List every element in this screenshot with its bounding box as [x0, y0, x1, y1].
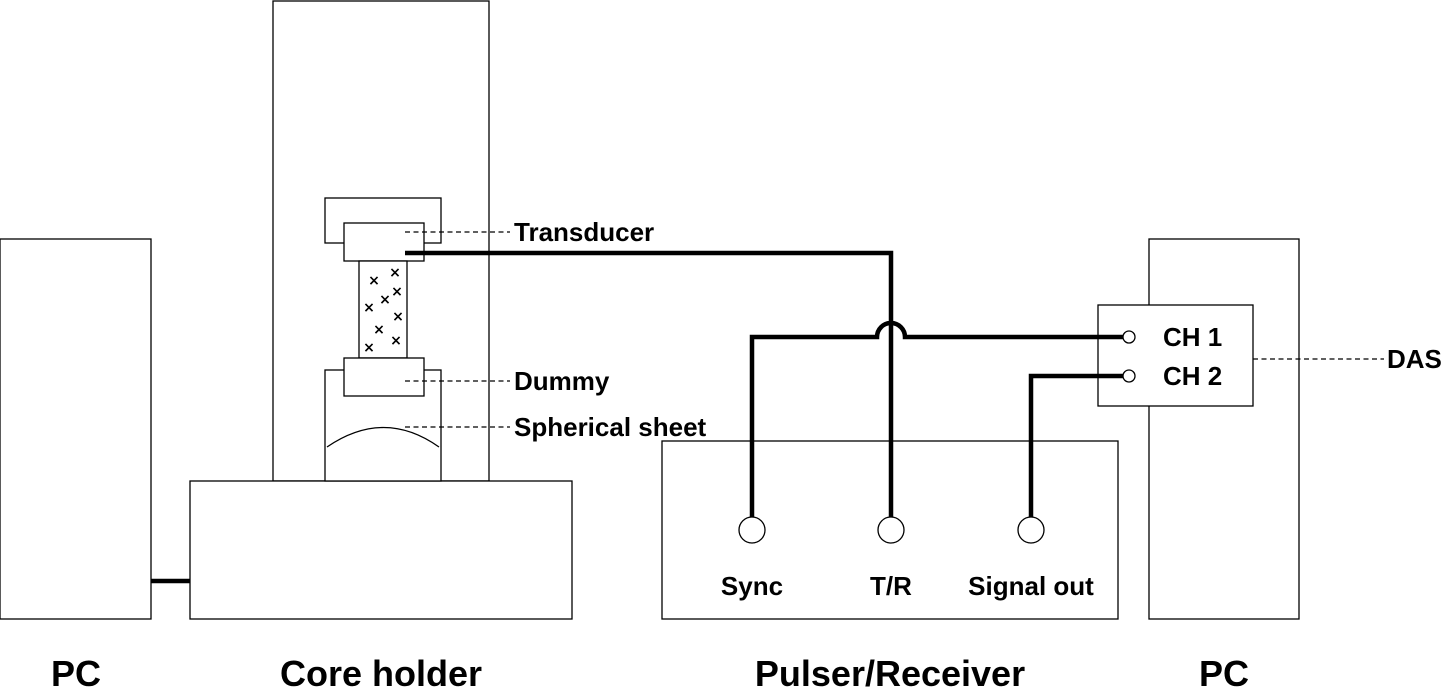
pc-left-box	[0, 238, 152, 620]
dummy-label: Dummy	[514, 366, 610, 396]
signal-out-port	[1017, 516, 1045, 544]
svg-text:×: ×	[373, 322, 385, 338]
sample-particles: × × × × × × × × ×	[363, 265, 404, 356]
spherical-sheet-label: Spherical sheet	[514, 412, 707, 442]
ch2-port	[1122, 369, 1136, 383]
svg-text:×: ×	[363, 340, 375, 356]
svg-text:×: ×	[389, 265, 401, 281]
sync-ch1-cable	[749, 320, 1123, 517]
tr-label: T/R	[870, 571, 912, 601]
svg-text:×: ×	[368, 273, 380, 289]
pc-left-title: PC	[51, 653, 101, 690]
das-label: DAS	[1387, 344, 1442, 374]
signal-out-label: Signal out	[968, 571, 1094, 601]
pulser-receiver-title: Pulser/Receiver	[755, 653, 1025, 690]
spherical-sheet	[326, 426, 440, 448]
ch1-label: CH 1	[1163, 322, 1222, 352]
dummy-block	[343, 357, 425, 397]
pc-right-box	[1148, 238, 1300, 620]
tr-port	[877, 516, 905, 544]
svg-text:×: ×	[363, 300, 375, 316]
sync-port	[738, 516, 766, 544]
core-holder-title: Core holder	[280, 653, 482, 690]
svg-text:×: ×	[379, 292, 391, 308]
svg-text:×: ×	[392, 309, 404, 325]
core-holder-base	[189, 480, 573, 620]
sync-label: Sync	[721, 571, 783, 601]
ch2-label: CH 2	[1163, 361, 1222, 391]
svg-text:×: ×	[390, 333, 402, 349]
svg-text:×: ×	[391, 284, 403, 300]
transducer-block	[343, 222, 425, 262]
ch1-port	[1122, 330, 1136, 344]
transducer-label: Transducer	[514, 217, 654, 247]
signal-out-ch2-cable	[1028, 373, 1123, 517]
pc-right-title: PC	[1199, 653, 1249, 690]
das-box	[1097, 304, 1254, 407]
transducer-tr-cable	[405, 250, 894, 517]
